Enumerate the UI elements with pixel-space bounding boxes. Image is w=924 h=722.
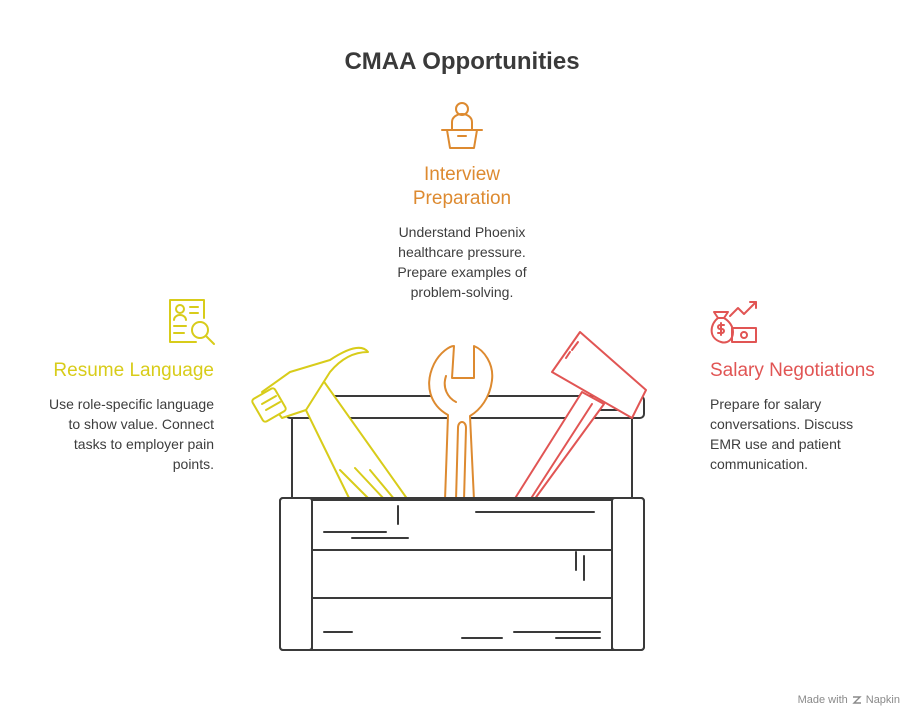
resume-line: tasks to employer pain [73, 436, 214, 452]
resume-heading: Resume Language [53, 360, 214, 381]
interview-description: Understand Phoenix healthcare pressure. … [362, 222, 562, 302]
salary-description: Prepare for salary conversations. Discus… [710, 394, 910, 474]
interview-heading-line1: Interview [423, 164, 501, 185]
money-growth-icon [710, 301, 757, 344]
podium-speaker-icon [441, 102, 483, 149]
salary-line: Prepare for salary [710, 396, 822, 412]
resume-description: Use role-specific language to show value… [14, 394, 214, 474]
page-title: CMAA Opportunities [344, 48, 580, 75]
made-with-label: Made with [797, 694, 848, 706]
wrench-tool [428, 345, 494, 501]
interview-line: Understand Phoenix [398, 224, 526, 240]
interview-line: healthcare pressure. [398, 244, 526, 260]
napkin-logo-icon [852, 696, 862, 704]
interview-heading: Interview Preparation [362, 163, 562, 211]
resume-search-icon [169, 299, 215, 345]
interview-line: problem-solving. [410, 284, 514, 300]
salary-line: EMR use and patient [710, 436, 841, 452]
salary-line: conversations. Discuss [710, 416, 854, 432]
toolbox-body [279, 497, 645, 651]
interview-line: Prepare examples of [397, 264, 527, 280]
footer-attribution: Made with Napkin [798, 694, 900, 706]
brand-label: Napkin [865, 694, 900, 706]
hammer-tool [251, 346, 409, 501]
resume-line: points. [172, 456, 214, 472]
salary-line: communication. [710, 456, 809, 472]
salary-heading: Salary Negotiations [710, 360, 875, 381]
resume-line: Use role-specific language [49, 396, 214, 412]
interview-heading-line2: Preparation [412, 188, 512, 209]
resume-line: to show value. Connect [68, 416, 214, 432]
